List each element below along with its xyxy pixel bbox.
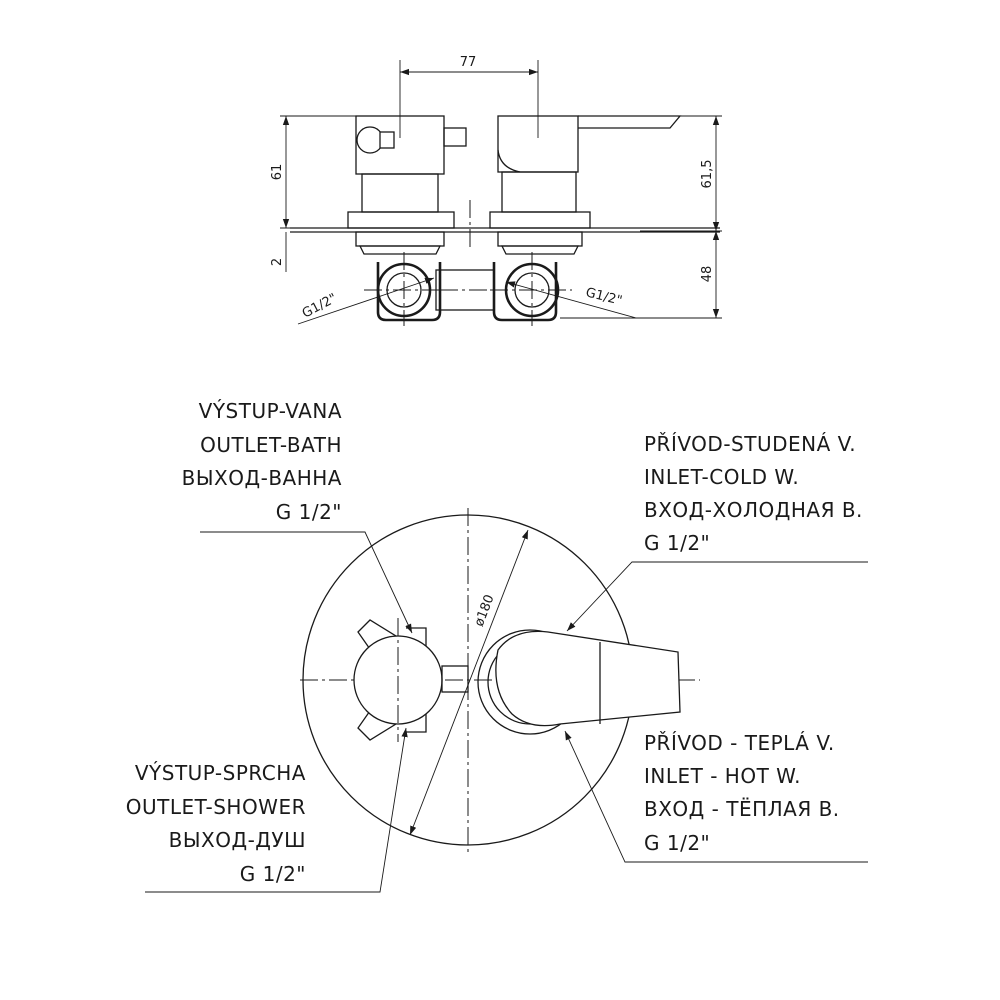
- dim-width-77: 77: [460, 55, 477, 70]
- svg-text:G 1/2": G 1/2": [276, 500, 342, 524]
- svg-text:G 1/2": G 1/2": [240, 862, 306, 886]
- svg-text:INLET - HOT W.: INLET - HOT W.: [644, 764, 801, 788]
- mixer-lever: [477, 629, 681, 735]
- diverter-knob: [353, 618, 469, 742]
- svg-text:VÝSTUP-VANA: VÝSTUP-VANA: [199, 399, 342, 423]
- dim-height-61: 61: [270, 164, 285, 181]
- svg-text:ВЫХОД-ДУШ: ВЫХОД-ДУШ: [169, 828, 306, 852]
- svg-text:VÝSTUP-SPRCHA: VÝSTUP-SPRCHA: [135, 761, 306, 785]
- svg-text:INLET-COLD W.: INLET-COLD W.: [644, 465, 799, 489]
- label-inlet-hot: PŘÍVOD - TEPLÁ V. INLET - HOT W. ВХОД - …: [644, 731, 840, 855]
- svg-text:G 1/2": G 1/2": [644, 831, 710, 855]
- label-outlet-shower: VÝSTUP-SPRCHA OUTLET-SHOWER ВЫХОД-ДУШ G …: [126, 761, 306, 886]
- label-outlet-bath: VÝSTUP-VANA OUTLET-BATH ВЫХОД-ВАННА G 1/…: [182, 399, 342, 524]
- svg-text:OUTLET-SHOWER: OUTLET-SHOWER: [126, 795, 306, 819]
- dim-height-61-5: 61,5: [700, 160, 715, 189]
- dim-plate-2: 2: [270, 258, 285, 266]
- dim-depth-48: 48: [700, 266, 715, 283]
- diameter-label: ø180: [472, 593, 498, 629]
- svg-text:PŘÍVOD - TEPLÁ V.: PŘÍVOD - TEPLÁ V.: [644, 731, 835, 755]
- side-view: 77 61 2 61,5 48: [270, 55, 722, 326]
- svg-text:OUTLET-BATH: OUTLET-BATH: [200, 433, 342, 457]
- label-inlet-cold: PŘÍVOD-STUDENÁ V. INLET-COLD W. ВХОД-ХОЛ…: [644, 432, 863, 555]
- svg-text:PŘÍVOD-STUDENÁ V.: PŘÍVOD-STUDENÁ V.: [644, 432, 856, 456]
- svg-text:ВХОД-ХОЛОДНАЯ В.: ВХОД-ХОЛОДНАЯ В.: [644, 498, 863, 522]
- svg-text:ВХОД - ТЁПЛАЯ В.: ВХОД - ТЁПЛАЯ В.: [644, 797, 840, 821]
- svg-text:G 1/2": G 1/2": [644, 531, 710, 555]
- svg-text:ВЫХОД-ВАННА: ВЫХОД-ВАННА: [182, 466, 342, 490]
